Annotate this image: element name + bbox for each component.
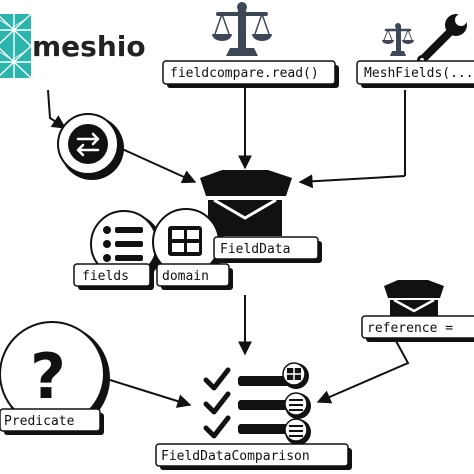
fieldcompare-read-label: fieldcompare.read() — [170, 66, 319, 81]
fields-node: fields — [73, 263, 154, 290]
fields-label: fields — [82, 269, 129, 284]
fielddata-node: FieldData — [213, 236, 322, 263]
open-box-icon-reference — [384, 280, 444, 316]
fielddatacomparison-label: FieldDataComparison — [161, 449, 310, 464]
meshio-logo-icon — [0, 13, 33, 79]
meshfields-node: MeshFields(... — [356, 60, 474, 88]
fielddatacomparison-node: FieldDataComparison — [155, 443, 352, 470]
domain-node: domain — [156, 263, 233, 290]
predicate-node: Predicate — [0, 408, 104, 435]
meshio-logo-text: meshio — [32, 30, 146, 63]
wrench-icon — [417, 14, 467, 65]
question-mark-icon: ? — [0, 321, 110, 432]
fielddata-label: FieldData — [220, 242, 290, 257]
edge-predicate-to-comparison — [109, 379, 192, 408]
domain-label: domain — [162, 269, 209, 284]
edge-meshio-to-convert — [47, 89, 67, 129]
reference-node: reference = — [361, 315, 474, 342]
balance-scale-icon-small — [382, 23, 414, 56]
svg-text:?: ? — [30, 340, 66, 413]
swap-arrows-icon — [57, 113, 124, 180]
edge-meshfields-bend — [298, 174, 406, 189]
list-icon — [90, 210, 163, 283]
edge-convert-to-fielddata — [119, 147, 197, 184]
predicate-label: Predicate — [4, 414, 75, 429]
edges — [47, 84, 410, 408]
open-box-icon — [200, 170, 292, 236]
checklist-icon — [203, 362, 311, 445]
meshio-logo: meshio — [0, 13, 146, 79]
fieldcompare-read-node: fieldcompare.read() — [162, 60, 339, 88]
reference-label: reference = — [367, 321, 453, 336]
balance-scale-icon — [212, 2, 272, 56]
meshfields-label: MeshFields(... — [364, 66, 474, 81]
